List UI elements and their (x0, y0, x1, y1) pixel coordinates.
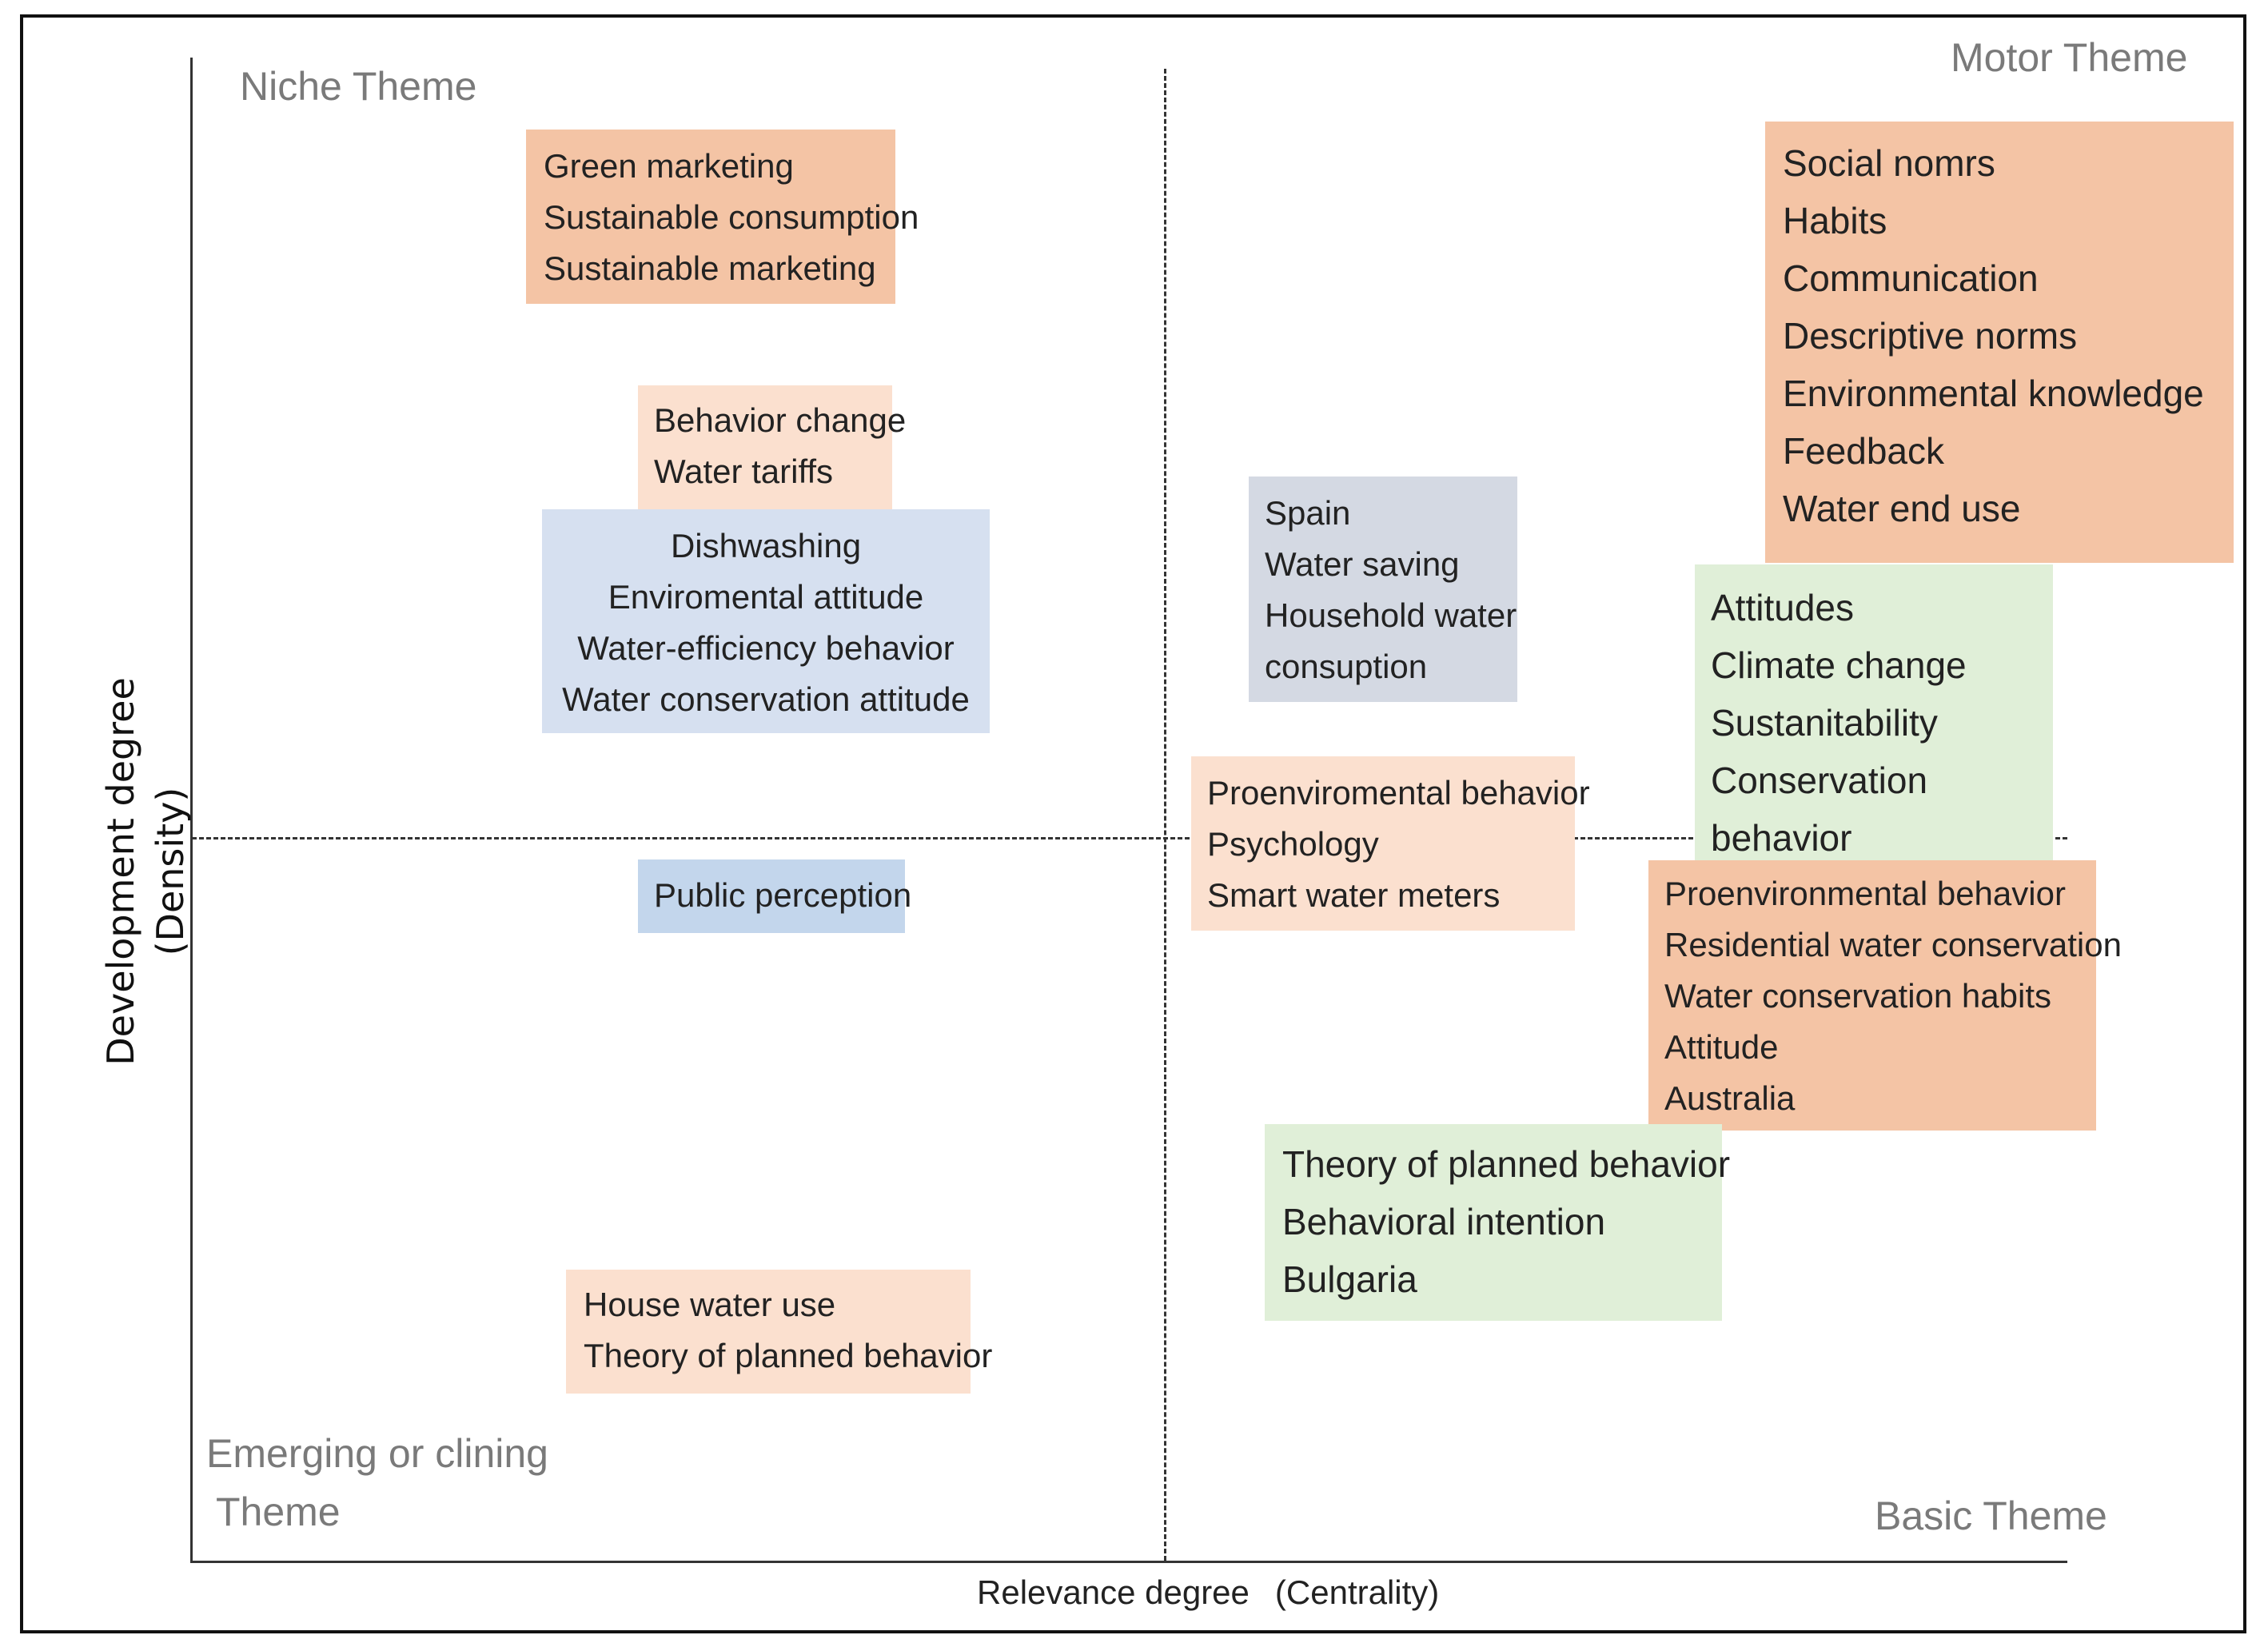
quadrant-label-niche: Niche Theme (240, 64, 477, 109)
theme-box-behavior-change: Behavior change Water tariffs (638, 385, 907, 509)
theme-keyword: Dishwashing (670, 527, 862, 564)
theme-keyword: Communication (1783, 257, 2039, 299)
theme-keyword: Climate change (1711, 644, 1967, 686)
y-axis-title-line1: Development degree (98, 677, 142, 1066)
theme-keyword: Australia (1664, 1079, 1796, 1117)
theme-box-house-water-use: House water use Theory of planned behavi… (566, 1270, 993, 1394)
figure-frame (20, 14, 2246, 1633)
x-axis-line (190, 1561, 2067, 1563)
theme-keyword: Water tariffs (654, 453, 834, 490)
theme-keyword: Attitude (1664, 1028, 1779, 1066)
theme-box-proenvironmental: Proenvironmental behavior Residential wa… (1648, 860, 2122, 1131)
theme-keyword: House water use (584, 1286, 836, 1323)
quadrant-label-motor: Motor Theme (1951, 35, 2188, 80)
theme-keyword: Theory of planned behavior (1282, 1143, 1731, 1185)
theme-keyword: Water conservation habits (1664, 977, 2052, 1015)
quadrant-label-basic: Basic Theme (1875, 1493, 2107, 1538)
quadrant-label-emerging: Emerging or clining Theme (206, 1425, 548, 1541)
theme-keyword: Sustanitability (1711, 702, 1938, 744)
horizontal-divider (192, 837, 2067, 839)
theme-keyword: Behavior change (654, 401, 907, 439)
quadrant-label-emerging-line2: Theme (216, 1489, 341, 1534)
theme-keyword: consuption (1265, 648, 1428, 685)
theme-keyword: Residential water conservation (1664, 926, 2122, 963)
theme-keyword: Conservation (1711, 760, 1928, 801)
x-axis-title-part1: Relevance degree (977, 1573, 1250, 1611)
y-axis-title: Development degree (Density) (96, 677, 195, 1066)
theme-keyword: Habits (1783, 200, 1887, 241)
x-axis-title-part2: (Centrality) (1274, 1573, 1440, 1611)
theme-box-public-perception: Public perception (638, 859, 912, 933)
theme-keyword: Water saving (1265, 545, 1460, 583)
theme-keyword: Behavioral intention (1282, 1201, 1606, 1242)
vertical-divider (1164, 69, 1166, 1561)
theme-keyword: Smart water meters (1207, 876, 1501, 914)
theme-keyword: Bulgaria (1282, 1258, 1417, 1300)
y-axis-line (190, 58, 193, 1563)
theme-keyword: behavior (1711, 817, 1852, 859)
theme-keyword: Public perception (654, 876, 912, 914)
theme-keyword: Descriptive norms (1783, 315, 2078, 357)
theme-keyword: Water conservation attitude (562, 680, 970, 718)
quadrant-label-emerging-line1: Emerging or clining (206, 1431, 548, 1476)
y-axis-title-line2: (Density) (149, 787, 192, 956)
theme-keyword: Spain (1265, 494, 1351, 532)
theme-box-attitudes: Attitudes Climate change Sustanitability… (1695, 564, 2053, 860)
theme-keyword: Attitudes (1711, 587, 1854, 628)
theme-keyword: Theory of planned behavior (584, 1337, 993, 1374)
x-axis-title: Relevance degree (Centrality) (977, 1573, 1439, 1612)
theme-keyword: Green marketing (544, 147, 794, 185)
theme-keyword: Sustainable marketing (544, 249, 876, 287)
theme-keyword: Psychology (1207, 825, 1379, 863)
theme-box-proenviromental: Proenviromental behavior Psychology Smar… (1191, 756, 1590, 931)
theme-keyword: Social nomrs (1783, 142, 1995, 184)
theme-keyword: Proenvironmental behavior (1664, 875, 2066, 912)
theme-keyword: Water end use (1783, 488, 2021, 529)
theme-keyword: Sustainable consumption (544, 198, 919, 236)
theme-box-social-norms: Social nomrs Habits Communication Descri… (1765, 122, 2234, 563)
theme-box-spain: Spain Water saving Household water consu… (1249, 477, 1517, 702)
theme-keyword: Enviromental attitude (608, 578, 924, 616)
theme-box-theory-planned-behavior: Theory of planned behavior Behavioral in… (1265, 1124, 1731, 1321)
theme-keyword: Feedback (1783, 430, 1945, 472)
theme-box-dishwashing: Dishwashing Enviromental attitude Water-… (542, 509, 990, 733)
theme-box-green-marketing: Green marketing Sustainable consumption … (526, 130, 919, 304)
theme-keyword: Household water (1265, 596, 1517, 634)
theme-keyword: Water-efficiency behavior (577, 629, 955, 667)
theme-keyword: Proenviromental behavior (1207, 774, 1590, 812)
theme-keyword: Environmental knowledge (1783, 373, 2204, 414)
